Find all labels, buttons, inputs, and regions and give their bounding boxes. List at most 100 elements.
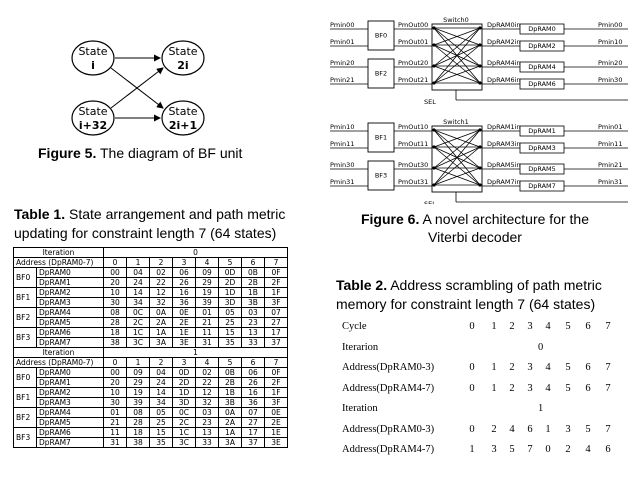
table1-cell: 1B [218,387,242,398]
switch-node [478,145,482,149]
table1-ram-label: DpRAM6 [36,327,104,338]
table1-cell: 07 [241,407,265,418]
table1-cell: 3C [126,337,150,348]
table2-cell: 3 [527,382,533,394]
table1-cell: 21 [103,417,127,428]
table1-cell: 1C [172,427,196,438]
table1-cell: 34 [149,397,173,408]
switch-label: Switch1 [443,118,469,126]
crossbar-wire [433,27,481,67]
figure5-caption: Figure 5. The diagram of BF unit [38,145,242,161]
table1-caption: Table 1. State arrangement and path metr… [14,205,314,243]
table1-address-col: 7 [264,357,288,368]
table2-iteration-value: 0 [538,341,544,353]
table1-cell: 20 [103,277,127,288]
table1-cell: 09 [126,367,150,378]
table2-cell: 2 [509,382,515,394]
table1-ram-label: DpRAM1 [36,377,104,388]
pm-in-label: Pmin20 [330,59,354,67]
pm-out-label: Pmin31 [598,178,622,186]
pm-out-label: PmOut10 [398,123,428,131]
table1-bf-label: BF2 [13,407,37,428]
table2-cell: 2 [509,321,515,332]
table1-cell: 15 [149,427,173,438]
crossbar-wire [433,129,481,186]
dpram-label: DpRAM6 [528,80,556,88]
table2-cell: 2 [565,444,571,455]
table1-address-col: 6 [241,357,265,368]
table1-address-col: 1 [126,257,150,268]
table1-cell: 31 [195,337,219,348]
table1-cell: 1C [126,327,150,338]
table2-row-label: Address(DpRAM4-7) [342,382,435,394]
switch-node [478,128,482,132]
table1-address-col: 7 [264,257,288,268]
table1-cell: 0F [264,267,288,278]
table2-cell: 2 [491,423,497,435]
table1-address-col: 5 [218,357,242,368]
table2-cell: 6 [605,444,611,455]
table1-cell: 13 [241,327,265,338]
crossbar-wire [433,129,481,169]
table2-caption: Table 2. Address scrambling of path metr… [336,276,636,314]
table1-bf-label: BF1 [13,287,37,308]
table1-cell: 2C [172,417,196,428]
table1-cell: 2D [218,277,242,288]
table1-ram-label: DpRAM0 [36,267,104,278]
table1-cell: 37 [264,337,288,348]
table1-cell: 19 [195,287,219,298]
table1-cell: 18 [126,427,150,438]
switch-box [431,125,483,193]
pm-out-label: PmOut20 [398,59,428,67]
table1-address-col: 3 [172,257,196,268]
table1-cell: 39 [126,397,150,408]
table1-ram-label: DpRAM1 [36,277,104,288]
table1-cell: 36 [241,397,265,408]
table2-row-label: Address(DpRAM0-3) [342,423,435,435]
table1-cell: 3B [241,297,265,308]
table1-address-col: 5 [218,257,242,268]
dpram-label: DpRAM2 [528,42,556,50]
table1-cell: 1A [149,327,173,338]
table1-ram-label: DpRAM2 [36,387,104,398]
state-label: State [78,105,107,118]
table1-cell: 01 [195,307,219,318]
figure6-caption-text: A novel architecture for the Viterbi dec… [419,211,589,245]
table1-cell: 06 [172,267,196,278]
pm-in-label: Pmin31 [330,178,354,186]
table2-cell: 6 [527,423,533,435]
table1-iteration-value: 0 [103,247,288,258]
switch-label: Switch0 [443,16,469,24]
table2-cell: 7 [527,444,533,455]
switch-node [432,128,436,132]
pm-in-label: Pmin01 [330,38,354,46]
table1-cell: 02 [149,267,173,278]
table2-row-label: Iteration [342,403,378,414]
crossbar-wire [433,27,481,84]
crossbar-wire [433,65,481,84]
table1-cell: 1B [241,287,265,298]
state-i32-node [71,100,115,136]
table1-cell: 18 [103,327,127,338]
crossbar-wire [433,146,481,186]
table1-cell: 1D [172,387,196,398]
table1-cell: 0B [218,367,242,378]
table2-cell: 4 [545,382,551,394]
switch-node [478,81,482,85]
table1-cell: 1F [264,387,288,398]
table1-cell: 3C [172,437,196,448]
state-2i-node [161,40,205,76]
